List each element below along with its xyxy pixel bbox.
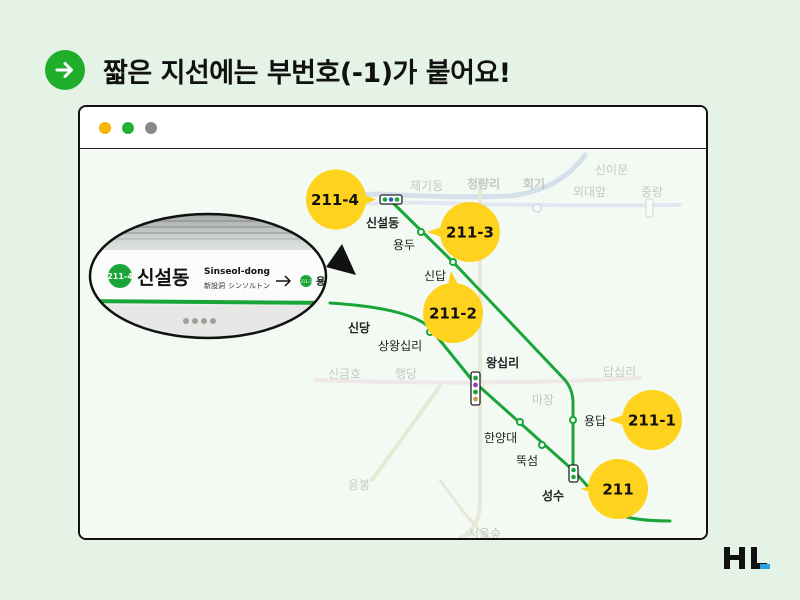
bg-station-label: 중랑 — [641, 185, 663, 199]
station-dot-ttukseom[interactable] — [538, 441, 546, 449]
sign-name-zh: 新設洞 — [204, 281, 225, 290]
callout-label: 211 — [602, 481, 633, 499]
sign-pointer — [326, 244, 356, 275]
station-dot-yongdu[interactable] — [417, 228, 425, 236]
callout-label: 211-1 — [628, 412, 676, 430]
bg-station-label: 회기 — [523, 176, 545, 191]
bg-station-label: 청량리 — [467, 176, 500, 191]
sign-badge — [108, 264, 132, 288]
bg-line-gyeongui — [458, 178, 482, 538]
sign-name-en: Sinseol-dong — [204, 267, 270, 277]
bg-station-label: 마장 — [532, 393, 554, 407]
bg-line-1b — [318, 200, 682, 208]
arrow-right-icon — [45, 50, 85, 90]
close-dot[interactable] — [145, 122, 157, 134]
station-label-seongsu: 성수 — [542, 489, 564, 503]
hl-logo-icon — [722, 545, 772, 575]
station-label-wangsimni: 왕십리 — [486, 355, 519, 370]
maximize-dot[interactable] — [122, 122, 134, 134]
sign-next-ko: 용두 — [316, 276, 334, 288]
bg-station-label: 행당 — [395, 366, 417, 381]
station-dot-yongdap[interactable] — [569, 416, 577, 424]
subway-map: 제기동 청량리 회기 신이문 외대앞 중랑 신금호 행당 마장 답십리 응봉 서… — [80, 150, 706, 538]
callout-label: 211-4 — [311, 191, 359, 209]
bg-station-label: 답십리 — [603, 365, 636, 379]
page-title: 짧은 지선에는 부번호(-1)가 붙어요! — [103, 57, 511, 89]
station-label-sindang: 신당 — [348, 320, 370, 335]
station-label-sangwangsimni: 상왕십리 — [378, 339, 422, 353]
callout-211-2: 211-2 — [423, 271, 483, 343]
station-label-hanyangdae: 한양대 — [484, 431, 517, 445]
callout-211-3: 211-3 — [427, 202, 500, 262]
sign-arrow-icon — [276, 275, 292, 287]
station-dot-hanyangdae[interactable] — [516, 418, 524, 426]
minimize-dot[interactable] — [99, 122, 111, 134]
station-markers — [379, 194, 579, 483]
sign-name-ko: 신설동 — [137, 267, 189, 289]
station-label-ttukseom: 뚝섬 — [516, 454, 538, 468]
line2-seongsu-branch — [388, 198, 575, 474]
bg-station-label: 외대앞 — [573, 185, 606, 199]
bg-station-label: 신금호 — [328, 367, 361, 381]
callout-211-4: 211-4 — [306, 169, 376, 230]
station-label-sindap: 신답 — [424, 269, 446, 283]
magnified-sign: 211-4 신설동 Sinseol-dong 新設洞 シンソルトン 211-3 … — [88, 212, 356, 340]
sign-next-badge — [300, 275, 312, 287]
sign-next-en: Yongdu — [334, 273, 353, 279]
bg-station-label: 서울숲 — [468, 527, 501, 538]
bg-station-label: 응봉 — [348, 478, 370, 492]
callout-211: 211 — [580, 459, 648, 519]
station-dot-sindap[interactable] — [449, 258, 457, 266]
callout-label: 211-3 — [446, 224, 494, 242]
station-label-sinseoldong: 신설동 — [366, 215, 399, 230]
window-titlebar — [80, 107, 706, 149]
station-label-yongdu: 용두 — [393, 238, 415, 252]
bg-station-label: 신이문 — [595, 163, 628, 177]
sign-next-badge-label: 211-3 — [300, 279, 312, 284]
bg-line-suin — [370, 384, 442, 482]
header: 짧은 지선에는 부번호(-1)가 붙어요! — [45, 45, 511, 95]
callout-label: 211-2 — [429, 305, 477, 323]
transfer-marker-seongsu[interactable] — [568, 464, 579, 483]
browser-window: 제기동 청량리 회기 신이문 외대앞 중랑 신금호 행당 마장 답십리 응봉 서… — [78, 105, 708, 540]
sign-name-ja: シンソルトン — [228, 282, 270, 290]
bg-station-label: 제기동 — [410, 179, 443, 193]
station-label-yongdap: 용답 — [584, 414, 606, 428]
bg-line-suin2 — [438, 478, 492, 538]
transfer-marker-wangsimni[interactable] — [470, 371, 481, 406]
sign-badge-label: 211-4 — [107, 272, 133, 281]
callout-211-1: 211-1 — [609, 390, 682, 450]
